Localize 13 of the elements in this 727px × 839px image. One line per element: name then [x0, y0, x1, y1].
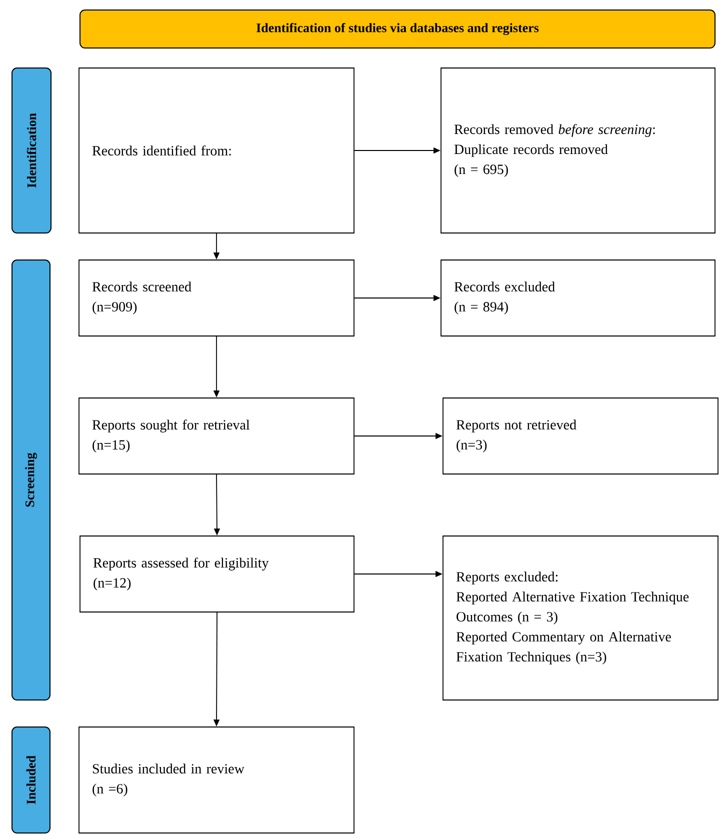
title-banner: Identification of studies via databases and registers — [80, 10, 716, 48]
process-box: Studies included in review (n =6) — [78, 726, 354, 834]
process-box: Reports sought for retrieval (n=15) — [78, 398, 354, 474]
process-box: Records identified from: — [78, 68, 354, 234]
process-box: Reports not retrieved (n=3) — [442, 398, 718, 474]
process-box: Reports assessed for eligibility (n=12) — [80, 536, 354, 612]
process-box: Records screened (n=909) — [78, 260, 354, 336]
stage-label: Included — [12, 726, 50, 834]
process-box: Records removed before screening: Duplicate records removed (n = 695) — [440, 68, 716, 234]
stage-label: Identification — [12, 68, 52, 234]
stage-label: Screening — [12, 260, 50, 700]
process-box: Records excluded (n = 894) — [440, 260, 716, 336]
process-box: Reports excluded: Reported Alternative Fixation Technique Outcomes (n = 3) Reported Commentary on Alternative Fixation Techniques (n=3) — [442, 536, 718, 700]
